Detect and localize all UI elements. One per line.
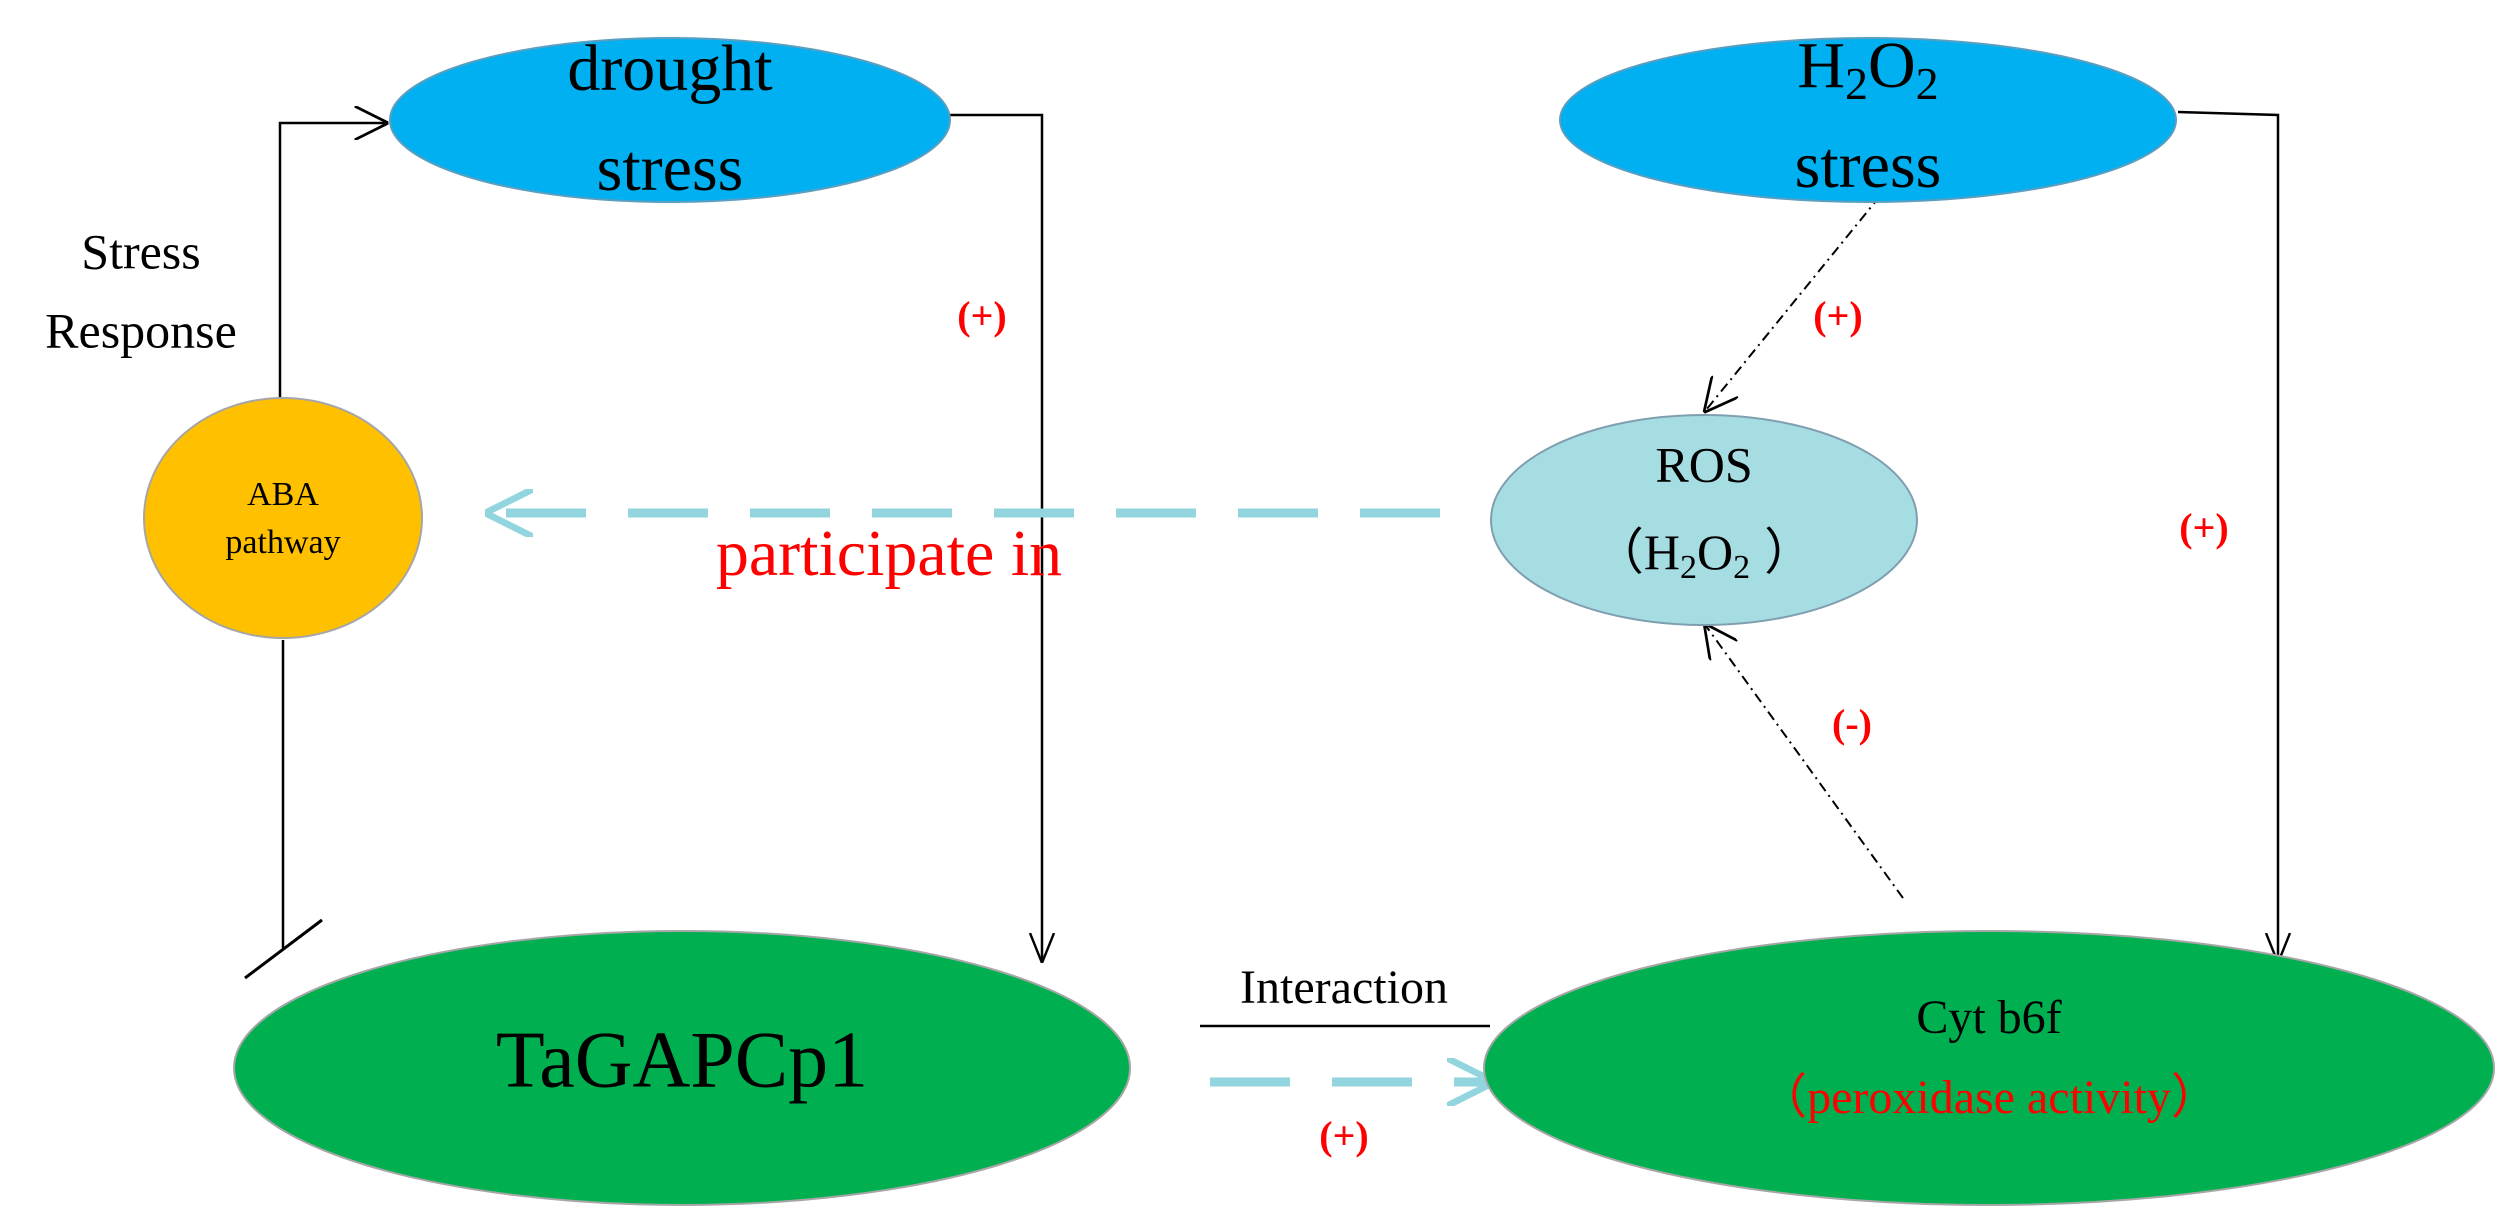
tagapcp1-label: TaGAPCp1 [496, 1016, 868, 1104]
h2o2-stress-ellipse [1559, 37, 2177, 203]
h2o2-stress-formula: H2O2 [1797, 29, 1938, 108]
ros-formula: （H2O2） [1594, 524, 1814, 585]
ros-line1: ROS [1655, 436, 1752, 492]
sign-h2o2-to-cytb6f: (+) [2179, 505, 2228, 550]
node-ros: ROS （H2O2） [1490, 414, 1918, 626]
stress-response-line2: Response [45, 302, 237, 358]
aba-pathway-line2: pathway [225, 524, 340, 561]
aba-pathway-ellipse [143, 397, 423, 639]
cytb6f-ellipse [1483, 930, 2495, 1206]
inhibit-bar [244, 918, 323, 980]
cytb6f-line2: （peroxidase activity） [1759, 1071, 2219, 1124]
sign-tagapcp1-to-cytb6f: (+) [1319, 1113, 1368, 1158]
node-aba-pathway: ABA pathway [143, 397, 423, 639]
arrow-cytb6f-to-ros [1706, 626, 1904, 899]
node-cytb6f: Cyt b6f （peroxidase activity） [1483, 930, 2495, 1206]
cytb6f-line1: Cyt b6f [1916, 991, 2061, 1044]
arrow-h2o2-to-ros [1706, 195, 1881, 410]
participate-in-label: participate in [716, 517, 1062, 590]
h2o2-stress-line2: stress [1795, 129, 1942, 202]
arrow-h2o2-to-cytb6f [2177, 110, 2278, 960]
sign-cytb6f-to-ros: (-) [1832, 701, 1872, 746]
node-h2o2-stress: H2O2 stress [1559, 29, 2177, 203]
drought-stress-ellipse [389, 37, 951, 203]
drought-stress-line1: drought [567, 32, 772, 105]
arrow-drought-to-tagapcp1 [950, 113, 1042, 960]
tagapcp1-ellipse [233, 930, 1131, 1206]
node-tagapcp1: TaGAPCp1 [233, 930, 1131, 1206]
drought-stress-line2: stress [597, 132, 744, 205]
arrow-aba-to-drought [278, 123, 385, 398]
aba-pathway-line1: ABA [247, 476, 319, 513]
sign-h2o2-to-ros: (+) [1813, 293, 1862, 338]
ros-ellipse [1490, 414, 1918, 626]
stress-response-line1: Stress [81, 223, 200, 279]
interaction-label: Interaction [1240, 961, 1448, 1014]
node-drought-stress: drought stress [389, 32, 951, 205]
sign-drought-to-tagapcp1: (+) [957, 293, 1006, 338]
